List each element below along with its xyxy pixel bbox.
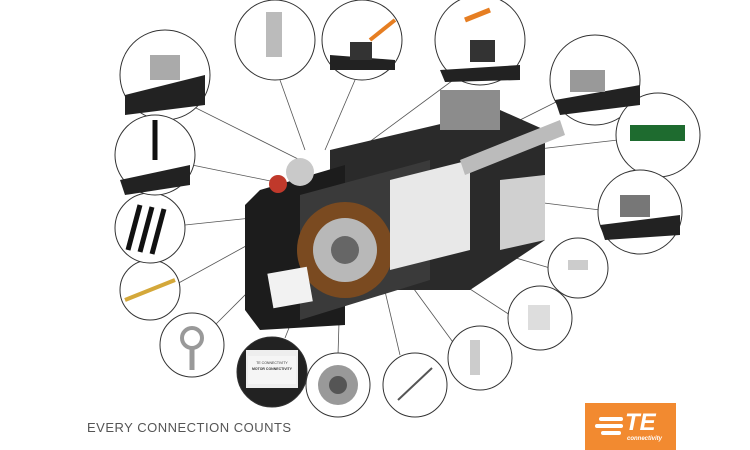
logo-stripe (601, 431, 621, 435)
logo-subtitle: connectivity (627, 436, 663, 442)
label-plate-line1: TE CONNECTIVITY (256, 361, 288, 365)
logo-mark: TE (625, 409, 656, 436)
logo-stripe (599, 417, 623, 421)
label-plate-line2: MOTOR CONNECTIVITY (252, 367, 293, 371)
tagline: EVERY CONNECTION COUNTS (87, 420, 292, 435)
motor-body (245, 90, 565, 330)
te-connectivity-logo: TE connectivity (585, 403, 676, 450)
logo-stripe (595, 424, 623, 428)
label-plate (248, 356, 296, 384)
detail-circle (159, 312, 225, 378)
